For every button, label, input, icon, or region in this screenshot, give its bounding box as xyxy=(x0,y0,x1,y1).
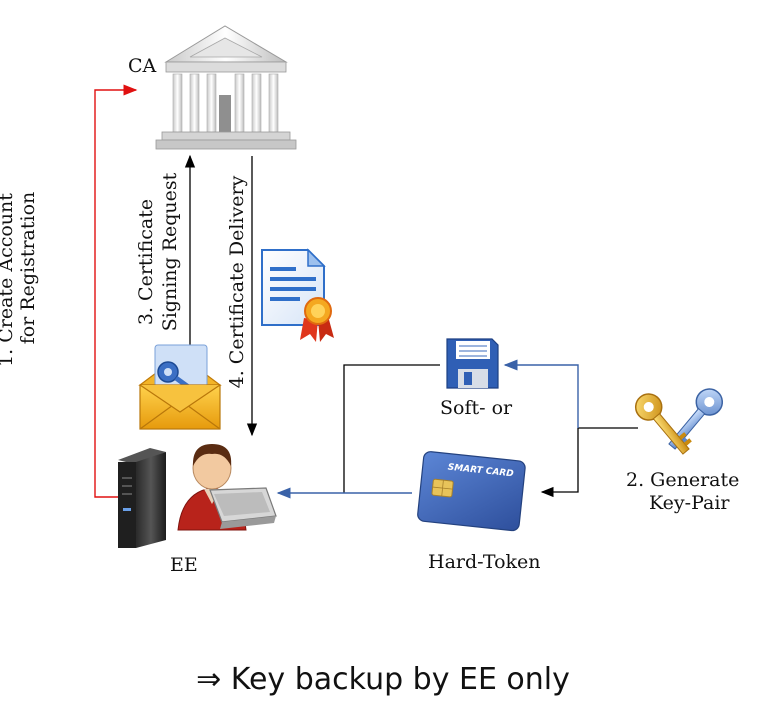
step3-label-line2: Signing Request xyxy=(159,172,181,332)
keys-icon xyxy=(634,388,724,455)
step1-label-line2: for Registration xyxy=(17,191,39,345)
bank-icon xyxy=(155,25,297,150)
ee-label: EE xyxy=(170,554,198,576)
server-icon xyxy=(118,448,166,548)
step1-label-line1: 1. Create Account xyxy=(0,193,17,367)
arrow-token-to-ee xyxy=(276,364,440,499)
arrow-keys-to-tokens xyxy=(503,359,638,498)
caption: ⇒ Key backup by EE only xyxy=(196,662,570,697)
arrow-step1-red xyxy=(94,84,138,498)
certificate-icon xyxy=(261,248,334,342)
smart-card-icon: SMART CARD xyxy=(417,451,526,532)
step3-label-line1: 3. Certificate xyxy=(135,198,157,326)
user-icon xyxy=(177,444,277,531)
step2-label-line2: Key-Pair xyxy=(649,492,730,514)
step2-label-line1: 2. Generate xyxy=(626,469,740,491)
ca-label: CA xyxy=(128,55,157,77)
soft-token-label: Soft- or xyxy=(440,397,513,419)
step4-label: 4. Certificate Delivery xyxy=(226,175,248,389)
envelope-key-icon xyxy=(138,344,222,430)
floppy-disk-icon xyxy=(446,338,499,389)
hard-token-label: Hard-Token xyxy=(428,551,541,573)
